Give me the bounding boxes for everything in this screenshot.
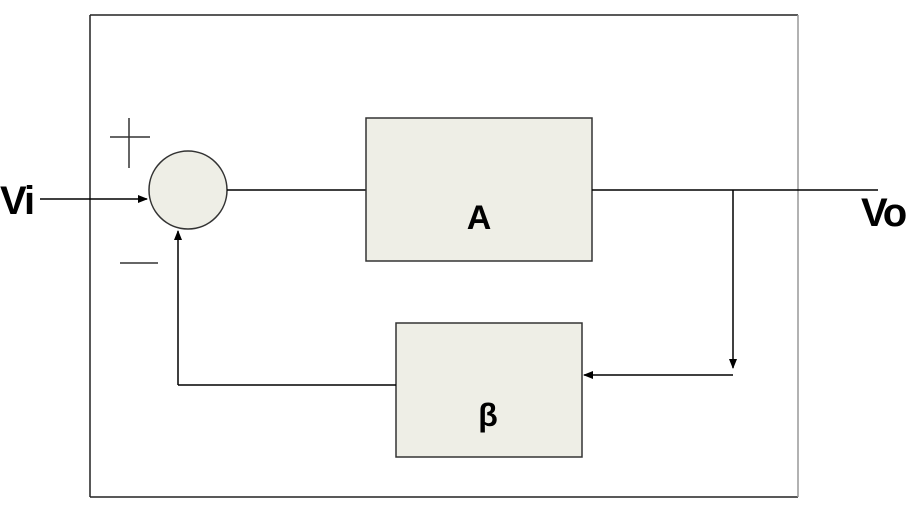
feedback-block-label: β: [478, 397, 498, 433]
plus-sign-icon: [110, 118, 150, 168]
forward-block: [365, 117, 593, 262]
feedback-block: [395, 322, 583, 458]
summing-junction: [148, 150, 228, 230]
output-label: Vo: [861, 191, 906, 235]
outer-frame: [89, 14, 799, 498]
forward-block-label: A: [467, 199, 492, 237]
input-label: Vi: [0, 179, 33, 223]
